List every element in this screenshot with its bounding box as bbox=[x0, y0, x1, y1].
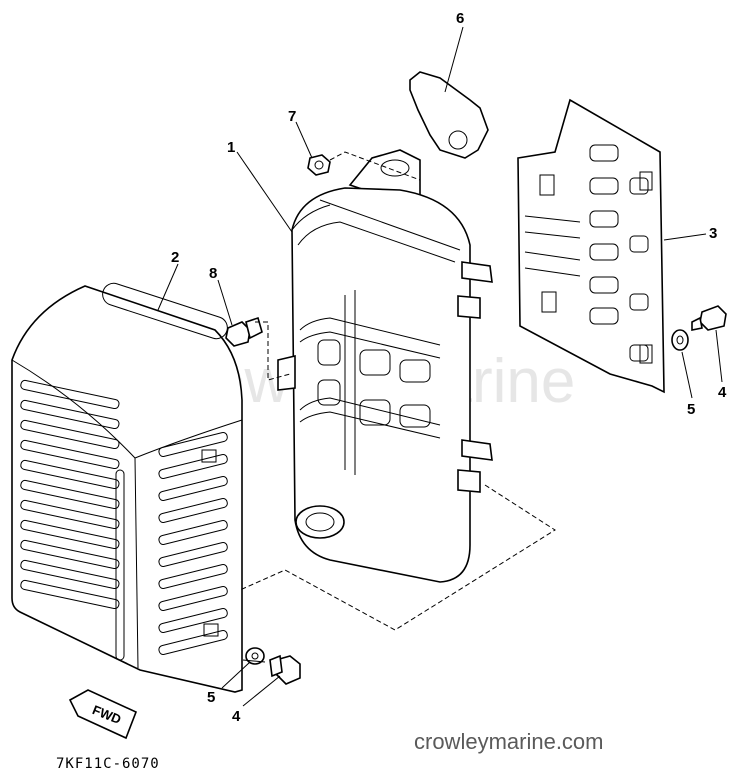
muffler-cover bbox=[11, 282, 243, 693]
callout-4-right: 4 bbox=[718, 384, 727, 401]
bolt-right bbox=[691, 305, 727, 331]
washer-right bbox=[671, 329, 689, 351]
callout-6: 6 bbox=[456, 10, 464, 27]
muffler bbox=[277, 149, 493, 583]
callout-1: 1 bbox=[227, 139, 235, 156]
callout-7: 7 bbox=[288, 108, 296, 125]
bracket bbox=[409, 71, 489, 159]
leader-lines bbox=[157, 26, 723, 707]
nut bbox=[307, 154, 331, 176]
drawing-code: 7KF11C-6070 bbox=[56, 756, 160, 772]
callout-8: 8 bbox=[209, 265, 217, 282]
assembly-lines bbox=[239, 151, 556, 663]
heat-shield-plate bbox=[517, 98, 665, 394]
callout-5-right: 5 bbox=[687, 401, 695, 418]
callout-5-bottom: 5 bbox=[207, 689, 215, 706]
callout-4-bottom: 4 bbox=[232, 708, 241, 725]
fwd-arrow: FWD bbox=[68, 689, 138, 740]
callout-2: 2 bbox=[171, 249, 179, 266]
site-url: crowleymarine.com bbox=[414, 729, 604, 754]
bolt-8 bbox=[225, 316, 263, 347]
callout-3: 3 bbox=[709, 225, 717, 242]
washer-bottom bbox=[245, 647, 265, 665]
bolt-bottom bbox=[269, 654, 301, 685]
